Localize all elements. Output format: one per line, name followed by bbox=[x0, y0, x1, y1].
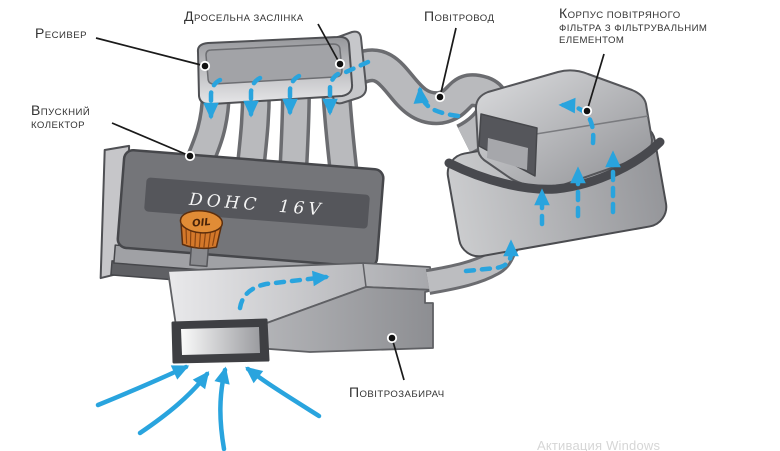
flow-arrow-runner-1 bbox=[203, 77, 223, 120]
dot-throttle bbox=[334, 58, 346, 70]
air-in-arrow-2 bbox=[137, 371, 210, 436]
flow-arrow-snorkel bbox=[237, 270, 330, 311]
leader-receiver bbox=[95, 37, 206, 67]
incoming-air-arrows bbox=[95, 364, 322, 451]
snorkel-step-crease bbox=[362, 262, 367, 288]
air-filter-housing bbox=[444, 69, 668, 258]
oil-cap-top bbox=[179, 209, 224, 234]
air-in-arrow-4 bbox=[245, 366, 322, 419]
flow-arrow-air-duct bbox=[413, 86, 461, 119]
leader-air-duct bbox=[439, 27, 457, 98]
callout-dots bbox=[184, 58, 593, 344]
flow-arrow-runner-2 bbox=[243, 75, 263, 118]
dot-filter bbox=[581, 105, 593, 117]
mouth-interior bbox=[181, 327, 260, 355]
receiver-panel bbox=[205, 43, 343, 85]
dot-receiver bbox=[199, 60, 211, 72]
air-in-arrow-3 bbox=[214, 366, 230, 451]
flow-arrow-runner-3 bbox=[282, 73, 302, 116]
leader-filter bbox=[586, 53, 605, 112]
flow-arrow-runner-4 bbox=[322, 71, 341, 116]
filter-seam bbox=[444, 137, 665, 194]
valve-cover-recess bbox=[144, 177, 370, 229]
callout-leaders bbox=[95, 23, 605, 381]
leader-manifold bbox=[111, 122, 191, 157]
leader-intake bbox=[391, 337, 405, 381]
label-filter-housing: Корпус повітряного фільтра з фільтруваль… bbox=[559, 5, 708, 47]
windows-activation-watermark: Активация Windows bbox=[537, 438, 661, 451]
filter-throat-floor bbox=[487, 138, 528, 170]
label-air-intake: Повітрозабирач bbox=[349, 384, 445, 400]
dot-intake bbox=[386, 332, 398, 344]
flow-arrows-dashed bbox=[203, 59, 621, 311]
oil-cap-label: OIL bbox=[192, 217, 212, 230]
label-throttle-valve: Дросельна заслінка bbox=[184, 8, 304, 24]
leader-throttle bbox=[317, 23, 341, 65]
label-receiver: Ресивер bbox=[35, 25, 87, 41]
label-air-duct: Повітровод bbox=[424, 8, 495, 24]
dot-air-duct bbox=[434, 91, 446, 103]
flow-dashes-throttle bbox=[343, 59, 371, 75]
dot-manifold bbox=[184, 150, 196, 162]
oil-cap: OIL bbox=[179, 209, 224, 268]
flow-arrow-inlet bbox=[463, 239, 519, 274]
label-intake-manifold: Впускний колектор bbox=[31, 102, 91, 131]
air-intake-snorkel bbox=[167, 262, 434, 364]
air-in-arrow-1 bbox=[95, 364, 190, 408]
